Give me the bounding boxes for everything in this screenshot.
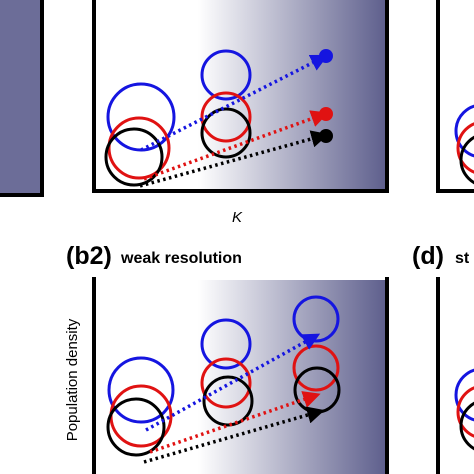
top-panel-background	[96, 0, 387, 191]
b2-red-circle-mid	[200, 357, 252, 409]
b2-black-circle-mid	[202, 375, 254, 427]
right-bottom-black-circle	[459, 401, 474, 451]
x-axis-label-k: K	[232, 209, 243, 226]
top-center-panel	[92, 0, 389, 193]
b2-blue-circle-mid	[200, 318, 252, 370]
right-partial-panel-top	[436, 0, 474, 193]
left-panel-background	[0, 0, 40, 195]
right-top-red-circle	[456, 122, 474, 174]
black-endpoint-dot	[319, 129, 333, 143]
blue-dotted-arrow	[140, 54, 329, 152]
panel-d-id: (d)	[412, 242, 444, 270]
left-partial-panel	[0, 0, 44, 197]
panel-b2-title: weak resolution	[120, 250, 242, 267]
b2-blue-dotted-arrow	[145, 333, 321, 432]
black-circle-start	[104, 127, 164, 187]
b2-black-circle-start	[106, 397, 166, 457]
black-dotted-arrow	[139, 130, 329, 188]
red-circle-mid	[200, 91, 252, 143]
black-circle-mid	[200, 107, 252, 159]
right-bottom-red-circle	[456, 386, 474, 438]
y-axis-label-b2: Population density	[64, 318, 81, 441]
b2-red-dotted-arrow	[149, 391, 321, 454]
red-endpoint-dot	[319, 107, 333, 121]
right-top-blue-circle	[454, 104, 474, 158]
panel-b2	[92, 277, 389, 474]
red-dotted-arrow	[143, 110, 329, 181]
right-top-black-circle	[459, 135, 474, 185]
panel-d-title-partial: st	[455, 250, 470, 267]
right-partial-panel-bottom	[436, 277, 474, 474]
b2-blue-circle-start	[107, 356, 175, 424]
right-bottom-blue-circle	[454, 368, 474, 422]
blue-circle-mid	[200, 49, 252, 101]
b2-black-dotted-arrow	[143, 406, 325, 464]
red-circle-start	[107, 116, 171, 180]
panel-b2-id: (b2)	[66, 242, 112, 270]
blue-endpoint-dot	[319, 49, 333, 63]
